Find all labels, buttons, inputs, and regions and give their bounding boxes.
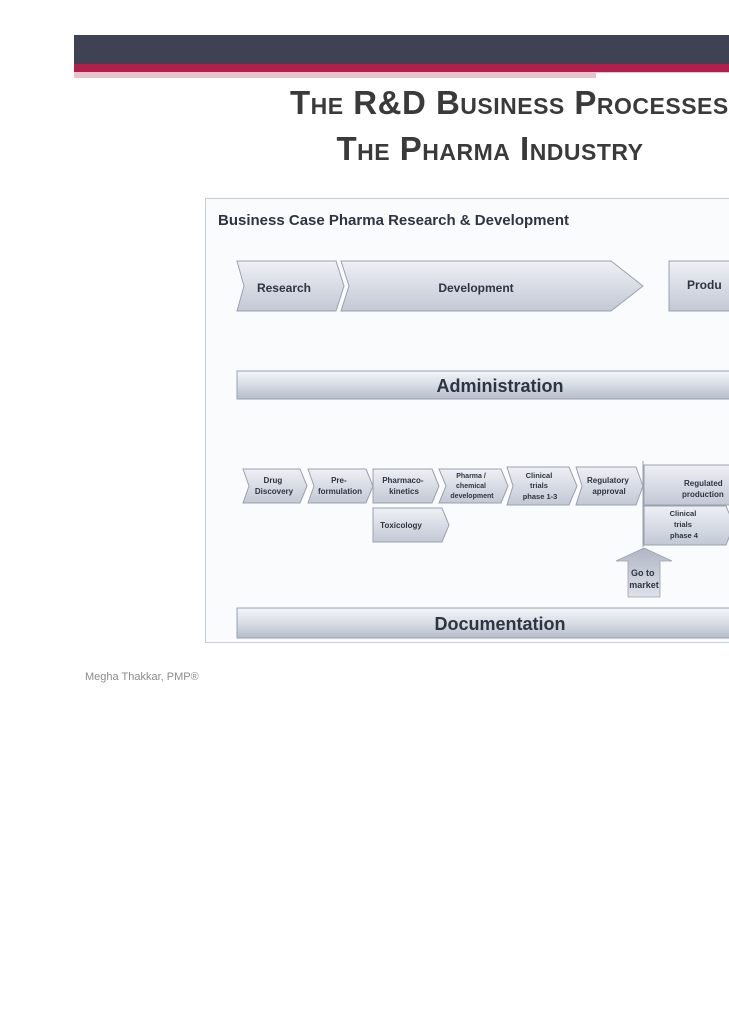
regulated-production-line2: production [682,490,724,499]
pharmacokinetics-line1: Pharmaco- [382,476,424,485]
step-regulatory-approval: Regulatory approval [575,466,644,506]
production-chevron [668,260,729,312]
svg-text:Regulatory approval: Regulatory approval [587,476,631,496]
svg-text:Regulated production: Regulated production [682,479,725,499]
clinical-trials-4-line2: trials [674,520,692,529]
research-label: Research [257,281,311,295]
pharma-chemical-line2: chemical [456,483,486,490]
process-diagram: Business Case Pharma Research & Developm… [205,198,729,643]
go-to-market-line2: market [629,580,659,590]
administration-label: Administration [436,376,563,396]
administration-bar [236,370,729,400]
pharma-chemical-line3: development [450,493,494,500]
go-to-market-line1: Go to [631,568,655,578]
step-pre-formulation: Pre- formulation [307,468,374,504]
step-toxicology: Toxicology [372,507,450,543]
process-diagram-svg: Business Case Pharma Research & Developm… [218,212,729,639]
go-to-market-arrow: Go to market [615,547,673,598]
documentation-label: Documentation [434,614,565,634]
title-line-2: The Pharma Industry [336,130,644,167]
pre-formulation-line1: Pre- [331,476,347,485]
footer-author: Megha Thakkar, PMP® [85,671,199,683]
drug-discovery-line2: Discovery [255,487,294,496]
clinical-trials-4-line1: Clinical [670,509,697,518]
step-pharmacokinetics: Pharmaco- kinetics [372,468,440,504]
clinical-trials-line3: phase 1-3 [523,492,558,501]
header-light-band [74,72,596,78]
svg-text:Pharmaco- kinetics: Pharmaco- kinetics [382,476,426,496]
diagram-heading: Business Case Pharma Research & Developm… [218,212,569,229]
header-dark-band [74,35,729,64]
svg-text:Go to market: Go to market [629,568,659,590]
title-line-1: The R&D Business Processes [290,84,729,121]
pharmacokinetics-line2: kinetics [389,487,419,496]
toxicology-label: Toxicology [380,521,422,530]
clinical-trials-line1: Clinical [526,471,553,480]
svg-text:Pre- formulation: Pre- formulation [318,476,362,496]
step-clinical-trials: Clinical trials phase 1-3 [506,466,578,506]
regulated-production-line1: Regulated [684,479,723,488]
production-label: Produ [687,278,722,292]
regulatory-approval-line2: approval [592,487,625,496]
pre-formulation-line2: formulation [318,487,362,496]
svg-text:Drug Discovery: Drug Discovery [255,476,294,496]
header-accent-band [74,64,729,72]
research-chevron [236,260,345,312]
slide-title: The R&D Business Processes The Pharma In… [150,80,729,172]
clinical-trials-4-line3: phase 4 [670,531,699,540]
step-regulated-production: Regulated production [643,464,729,506]
svg-text:Pharma / chemical: Pharma / chemical development [450,473,494,500]
clinical-trials-line2: trials [530,481,548,490]
step-pharma-chemical-development: Pharma / chemical development [438,468,509,504]
header-light-band-end [596,72,729,79]
documentation-bar [236,607,729,639]
drug-discovery-line1: Drug [264,476,283,485]
svg-text:Clinical trials: Clinical trials phase 4 [670,509,699,540]
step-drug-discovery: Drug Discovery [242,468,308,504]
regulatory-approval-line1: Regulatory [587,476,629,485]
pharma-chemical-line1: Pharma / [456,473,486,480]
development-chevron [340,260,644,312]
step-clinical-trials-phase4: Clinical trials phase 4 [643,505,729,546]
development-label: Development [438,281,513,295]
svg-text:Clinical trials: Clinical trials phase 1-3 [523,471,558,501]
